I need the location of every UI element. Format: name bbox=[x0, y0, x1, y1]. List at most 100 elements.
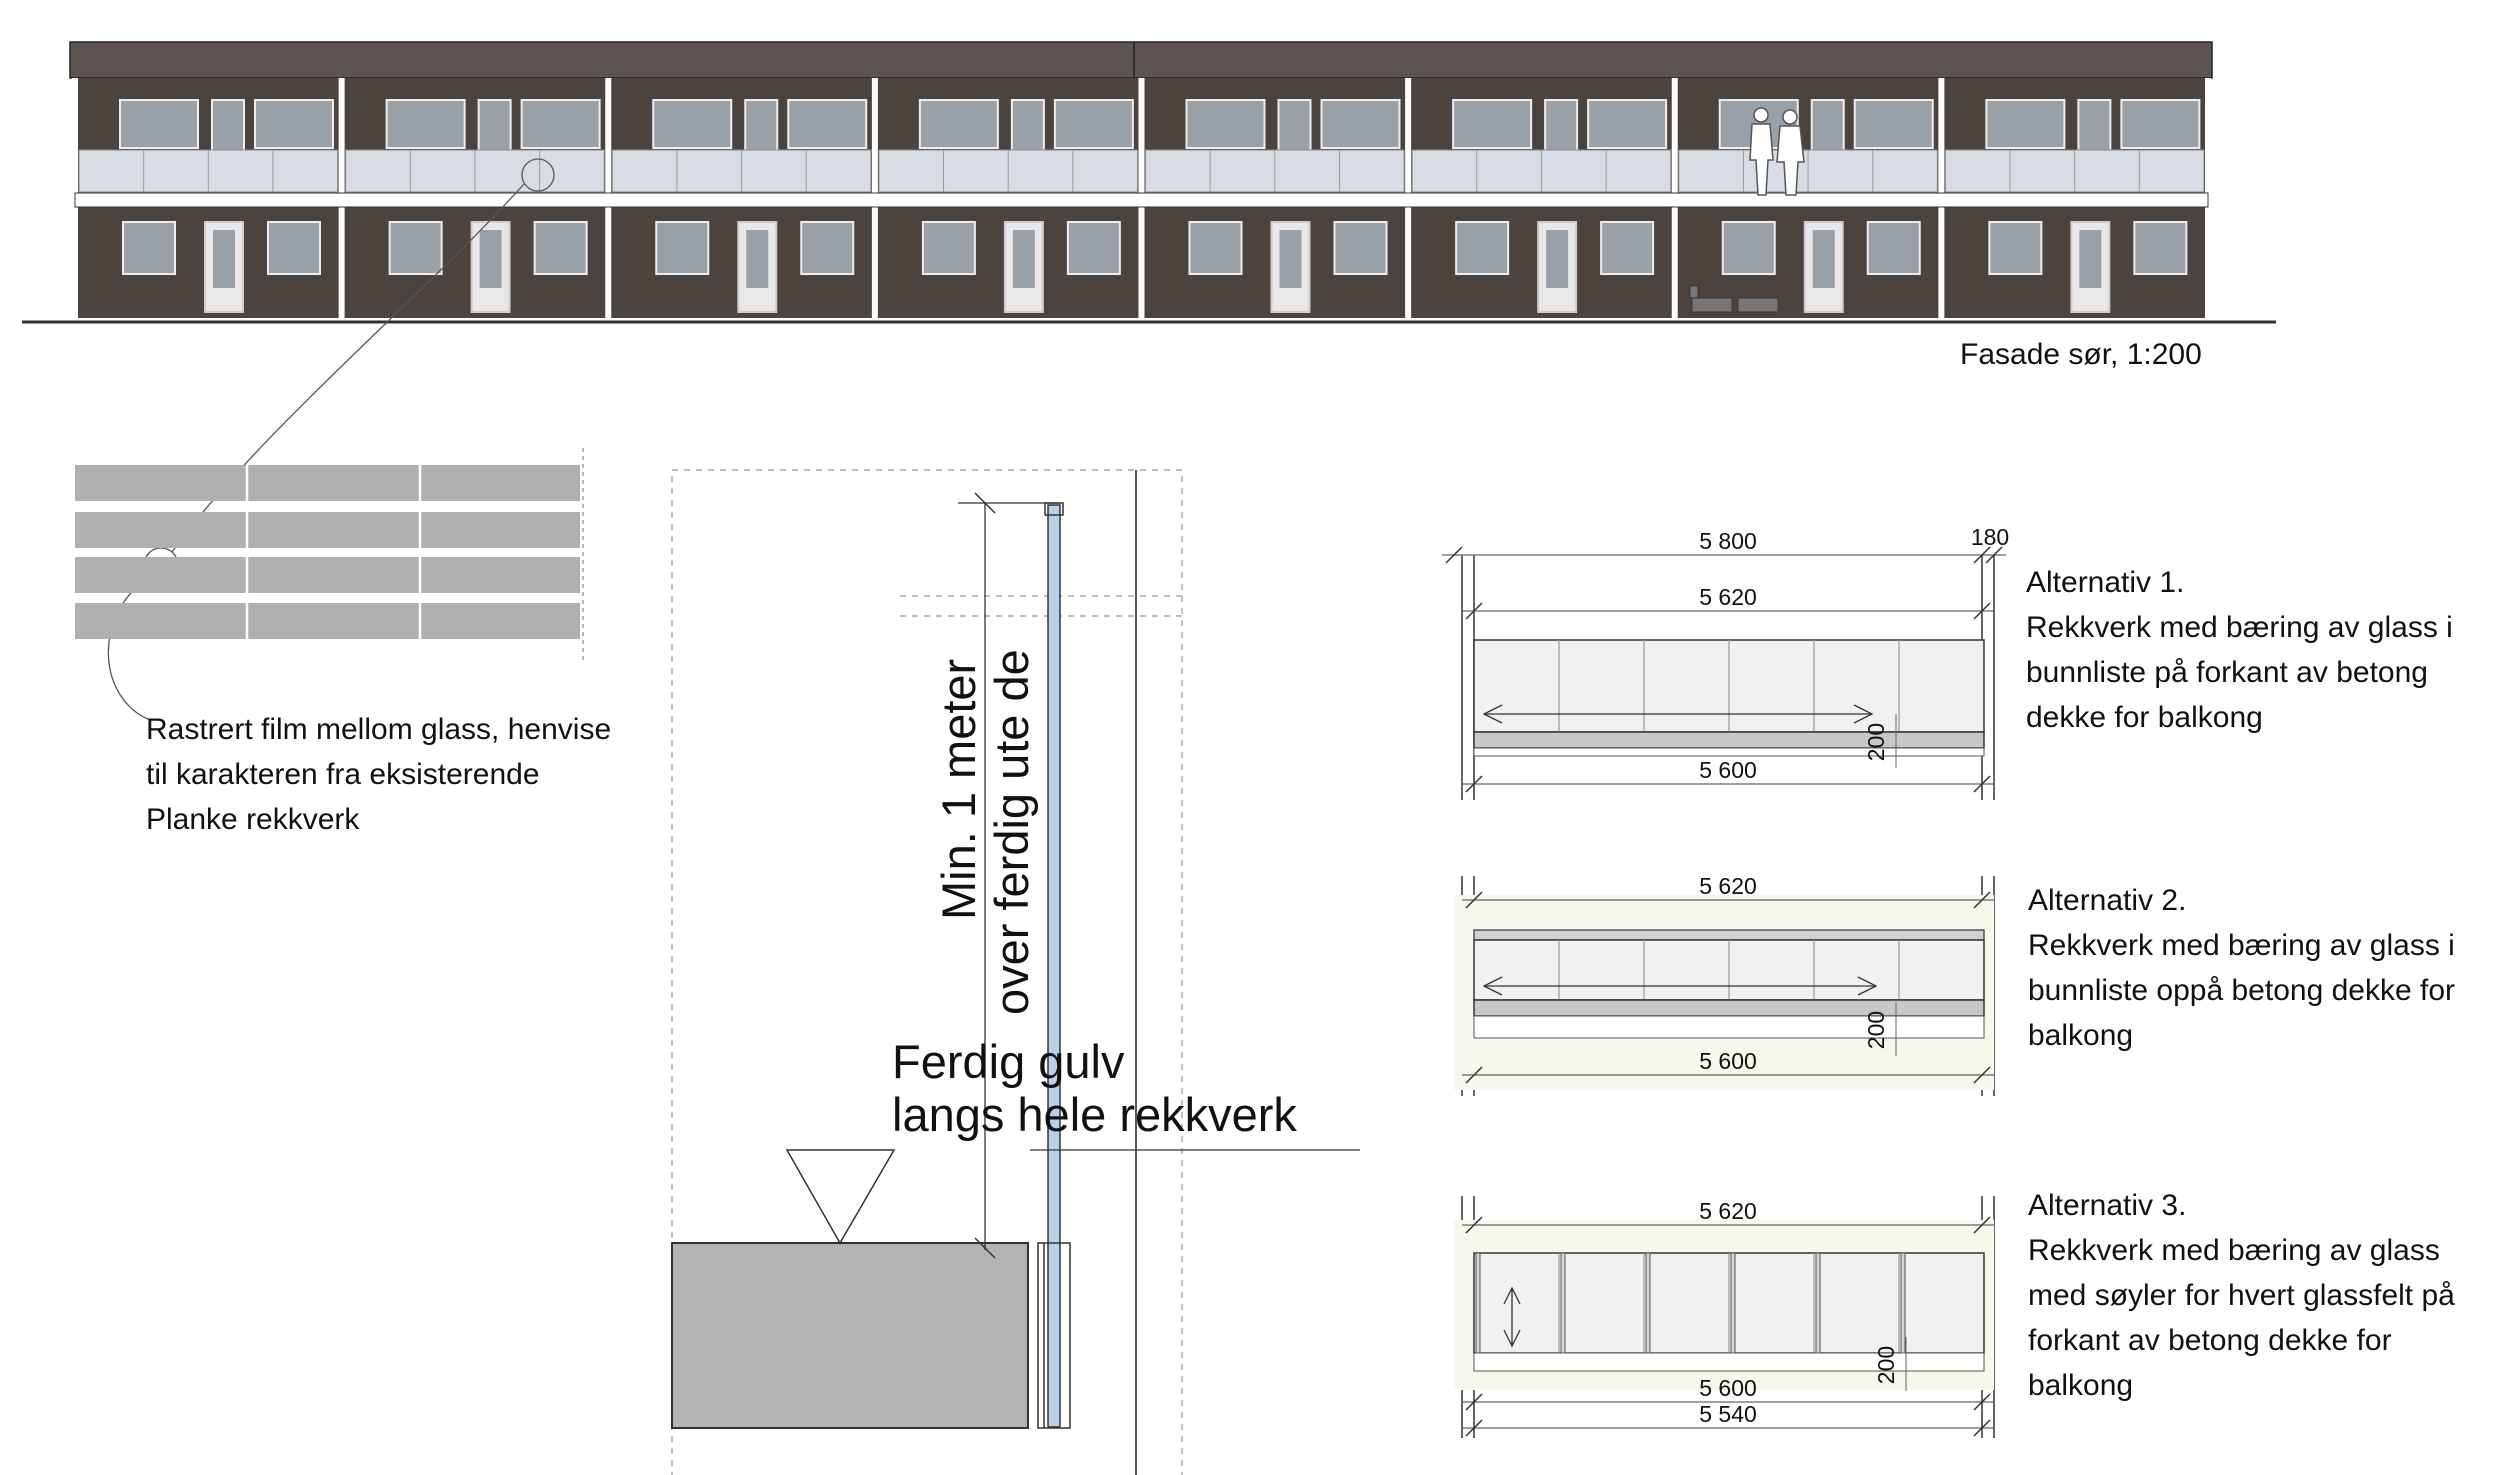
alternative-line: bunnliste på forkant av betong bbox=[2026, 656, 2428, 689]
arrow-head bbox=[1857, 976, 1878, 996]
lower-window bbox=[533, 221, 588, 275]
dimension-label: 5 620 bbox=[1699, 584, 1757, 610]
lower-window bbox=[1188, 221, 1243, 275]
bottom-profile bbox=[1473, 731, 1985, 749]
dimension-tick bbox=[1973, 1419, 1991, 1437]
top-rail bbox=[1473, 929, 1985, 941]
dimension-tick bbox=[1465, 1216, 1483, 1234]
dimension-label: 180 bbox=[1971, 524, 2009, 550]
alternative-line: dekke for balkong bbox=[2026, 701, 2263, 734]
upper-window bbox=[1185, 99, 1266, 149]
upper-window bbox=[1452, 99, 1533, 149]
people-figures bbox=[1749, 107, 1805, 196]
upper-window bbox=[652, 99, 733, 149]
upper-window bbox=[2120, 99, 2201, 149]
panel-post bbox=[1815, 1252, 1821, 1354]
alternative-title: Alternativ 3. bbox=[2028, 1189, 2187, 1222]
door-glass bbox=[1279, 230, 1302, 288]
dimension-tick bbox=[1973, 1216, 1991, 1234]
alternative-title: Alternativ 1. bbox=[2026, 566, 2185, 599]
lower-window bbox=[1721, 221, 1776, 275]
lower-window bbox=[1066, 221, 1121, 275]
upper-window bbox=[385, 99, 466, 149]
dimension-tick bbox=[1973, 602, 1991, 620]
lower-window bbox=[1988, 221, 2043, 275]
arrow-head bbox=[1503, 1286, 1521, 1305]
dimension-tick bbox=[1973, 1066, 1991, 1084]
railing-section bbox=[671, 469, 1360, 1475]
alternative-3-note: Alternativ 3. Rekkverk med bæring av gla… bbox=[2028, 1183, 2455, 1408]
upper-window bbox=[1320, 99, 1401, 149]
dimension-tick bbox=[1465, 775, 1483, 793]
dimension-label: 5 540 bbox=[1699, 1401, 1757, 1427]
alternative-line: balkong bbox=[2028, 1369, 2134, 1402]
upper-window bbox=[1587, 99, 1668, 149]
finished-floor-label: Ferdig gulv bbox=[892, 1035, 1125, 1088]
dimension-tick bbox=[1465, 1393, 1483, 1411]
balcony-slab-band bbox=[74, 192, 2209, 208]
dimension-tick bbox=[1973, 891, 1991, 909]
upper-window bbox=[1985, 99, 2066, 149]
alternative-line: Rekkverk med bæring av glass i bbox=[2026, 611, 2453, 644]
terrace-furniture bbox=[1689, 285, 1779, 313]
dimension-tick bbox=[1445, 546, 1463, 564]
door-glass bbox=[746, 230, 769, 288]
bottom-profile bbox=[1473, 999, 1985, 1017]
upper-window bbox=[520, 99, 601, 149]
dimension-label: 5 800 bbox=[1699, 528, 1757, 554]
door-glass bbox=[479, 230, 502, 288]
door-glass bbox=[1012, 230, 1035, 288]
panel-post bbox=[1475, 1252, 1481, 1354]
alternative-1-note: Alternativ 1. Rekkverk med bæring av gla… bbox=[2026, 560, 2453, 740]
film-note-line: Planke rekkverk bbox=[146, 803, 360, 836]
upper-window bbox=[1053, 99, 1134, 149]
upper-window bbox=[119, 99, 199, 149]
alternative-title: Alternativ 2. bbox=[2028, 884, 2187, 917]
lower-window bbox=[800, 221, 855, 275]
lower-window bbox=[1455, 221, 1510, 275]
door-glass bbox=[1546, 230, 1569, 288]
alternative-line: Rekkverk med bæring av glass bbox=[2028, 1234, 2440, 1267]
arrow-head bbox=[1482, 704, 1503, 724]
elevation-caption-text: Fasade sør, 1:200 bbox=[1960, 338, 2202, 371]
min-height-label: Min. 1 meter bbox=[932, 659, 985, 920]
upper-window bbox=[254, 99, 334, 149]
dimension-label: 5 600 bbox=[1699, 757, 1757, 783]
dimension-tick bbox=[1973, 546, 1991, 564]
concrete-deck bbox=[1473, 1015, 1985, 1039]
upper-window bbox=[1853, 99, 1934, 149]
alternative-line: forkant av betong dekke for bbox=[2028, 1324, 2392, 1357]
dimension-tick bbox=[1985, 546, 2003, 564]
dimension-label: 5 600 bbox=[1699, 1375, 1757, 1401]
alternative-line: Rekkverk med bæring av glass i bbox=[2028, 929, 2455, 962]
dimension-tick bbox=[1973, 1393, 1991, 1411]
lower-window bbox=[1866, 221, 1921, 275]
alternative-1-elevation: 5 800 180 5 620 5 600 200 bbox=[1442, 524, 2009, 800]
lower-window bbox=[267, 221, 321, 275]
arrow-head bbox=[1853, 704, 1874, 724]
door-glass bbox=[1812, 230, 1835, 288]
lower-window bbox=[2133, 221, 2188, 275]
door-glass bbox=[213, 230, 235, 288]
film-note-line: Rastrert film mellom glass, henvise bbox=[146, 713, 612, 746]
film-pattern-detail bbox=[75, 448, 584, 660]
side-dimension-label: 200 bbox=[1863, 1011, 1889, 1049]
arrow-head bbox=[1503, 1329, 1521, 1348]
dimension-tick bbox=[1465, 602, 1483, 620]
floor-level-marker bbox=[785, 1149, 896, 1245]
alternative-line: bunnliste oppå betong dekke for bbox=[2028, 974, 2455, 1007]
panel-post bbox=[1900, 1252, 1906, 1354]
finished-floor-label-2: langs hele rekkverk bbox=[892, 1088, 1297, 1141]
door-glass bbox=[2079, 230, 2102, 288]
dimension-label: 5 600 bbox=[1699, 1048, 1757, 1074]
film-note: Rastrert film mellom glass, henvise til … bbox=[146, 707, 611, 842]
lower-window bbox=[388, 221, 443, 275]
arrow-head bbox=[1482, 976, 1503, 996]
facade-elevation bbox=[22, 41, 2276, 324]
side-dimension-label: 200 bbox=[1863, 723, 1889, 761]
lower-window bbox=[655, 221, 710, 275]
lower-window bbox=[122, 221, 176, 275]
panel-post bbox=[1730, 1252, 1736, 1354]
